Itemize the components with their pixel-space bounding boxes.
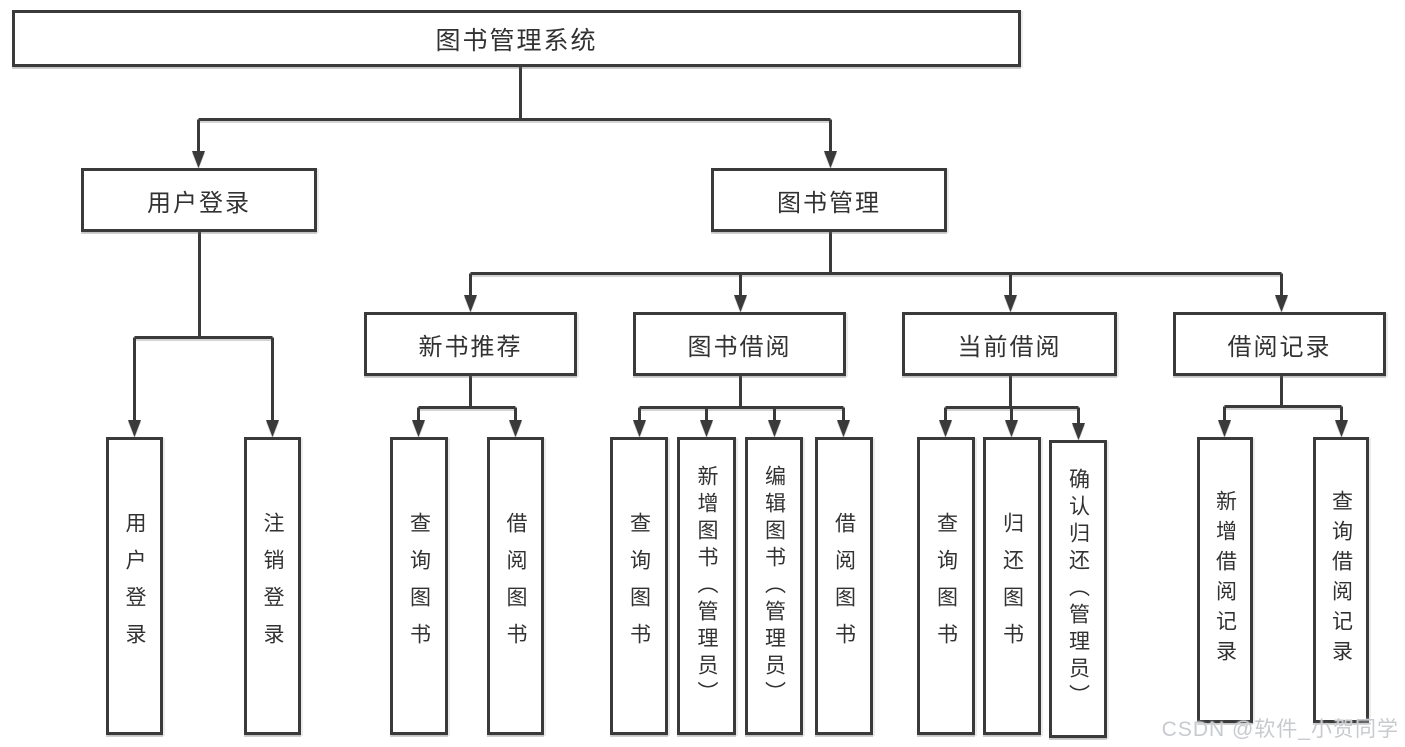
leaf-label: 归还图书 (1000, 512, 1024, 660)
leaf-br-add-borrow-record: 新增借阅记录 (1197, 437, 1253, 723)
leaf-cb-query-books: 查询图书 (917, 437, 975, 735)
node-user-login: 用户登录 (81, 168, 317, 232)
node-label: 当前借阅 (957, 333, 1062, 361)
node-label: 图书管理系统 (435, 26, 598, 55)
node-book-management: 图书管理 (711, 168, 947, 232)
leaf-br-query-borrow-record: 查询借阅记录 (1313, 437, 1369, 723)
node-label: 借阅记录 (1227, 333, 1332, 361)
watermark-text: CSDN @软件_小贺同学 (1161, 718, 1399, 741)
node-library-management-system: 图书管理系统 (12, 10, 1021, 67)
leaf-label: 确认归还（管理员） (1066, 467, 1090, 711)
leaf-nbr-query-books: 查询图书 (390, 437, 448, 735)
node-label: 新书推荐 (418, 333, 523, 361)
leaf-label: 借阅图书 (832, 512, 856, 660)
leaf-bb-add-books-admin: 新增图书（管理员） (677, 437, 736, 735)
leaf-label: 新增借阅记录 (1213, 490, 1237, 670)
leaf-user-login: 用户登录 (106, 437, 163, 735)
leaf-bb-edit-books-admin: 编辑图书（管理员） (745, 437, 803, 735)
leaf-cb-return-books: 归还图书 (983, 437, 1041, 735)
leaf-label: 借阅图书 (504, 512, 527, 660)
leaf-bb-query-books: 查询图书 (610, 437, 668, 735)
node-borrowing-records: 借阅记录 (1173, 312, 1386, 376)
node-label: 用户登录 (147, 189, 251, 217)
leaf-logout: 注销登录 (244, 437, 301, 735)
leaf-cb-confirm-return-admin: 确认归还（管理员） (1049, 440, 1107, 738)
leaf-label: 查询图书 (627, 512, 651, 660)
leaf-nbr-borrow-books: 借阅图书 (487, 437, 544, 735)
node-book-borrowing: 图书借阅 (633, 312, 846, 376)
node-label: 图书管理 (777, 189, 881, 217)
leaf-label: 新增图书（管理员） (695, 464, 718, 708)
node-new-book-recommendation: 新书推荐 (364, 312, 577, 376)
leaf-label: 查询图书 (934, 512, 958, 660)
node-label: 图书借阅 (687, 333, 792, 361)
leaf-label: 用户登录 (123, 512, 146, 660)
leaf-label: 查询借阅记录 (1329, 490, 1353, 670)
leaf-label: 编辑图书（管理员） (762, 464, 786, 708)
leaf-label: 查询图书 (407, 512, 431, 660)
leaf-bb-borrow-books: 借阅图书 (815, 437, 873, 735)
leaf-label: 注销登录 (261, 512, 284, 660)
node-current-borrowing: 当前借阅 (902, 312, 1117, 376)
